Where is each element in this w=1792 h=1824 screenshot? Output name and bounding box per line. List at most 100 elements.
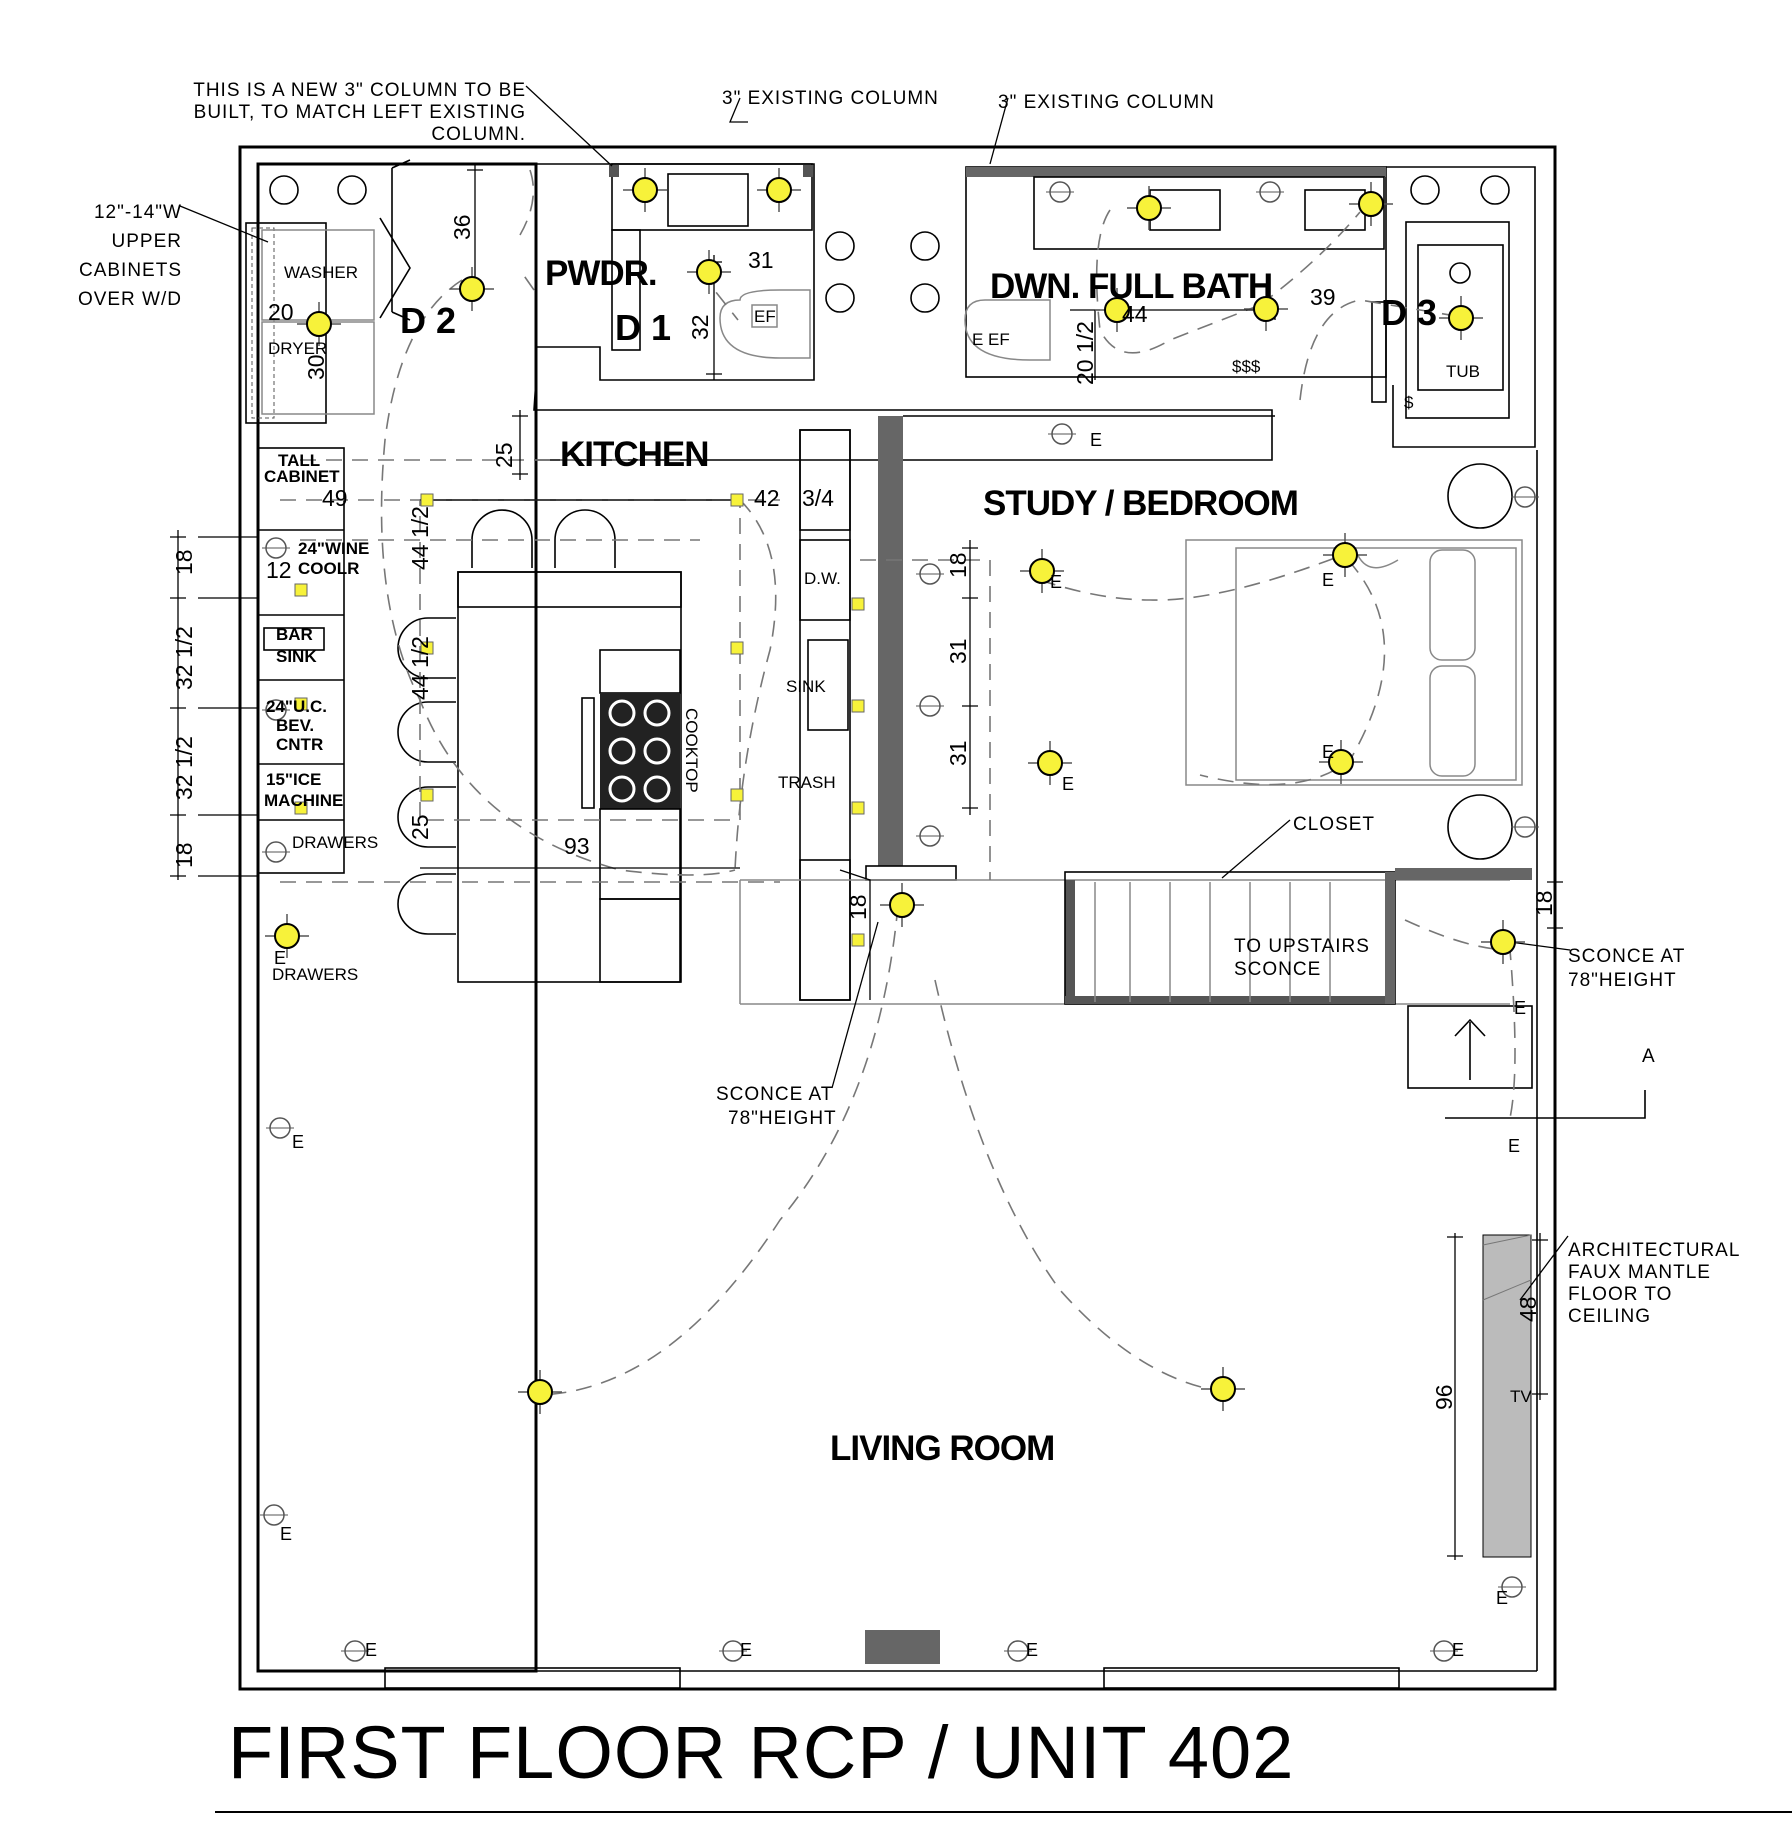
door-d3: D 3 [1381, 292, 1437, 333]
note-mantle-1: ARCHITECTURAL [1568, 1240, 1740, 1261]
note-existing-column-1: 3" EXISTING COLUMN [722, 88, 939, 109]
e-label: E [1322, 570, 1334, 590]
junction-light-icon [851, 933, 865, 947]
label-drawers-2: DRAWERS [272, 965, 358, 984]
label-tall-cabinet-1: TALL [278, 451, 320, 470]
receptacle-icon [260, 1504, 288, 1526]
label-trash: TRASH [778, 773, 836, 792]
junction-light-icon [294, 583, 308, 597]
e-label: E [280, 1524, 292, 1544]
receptacle-icon [916, 563, 944, 585]
note-sconce-center-2: 78"HEIGHT [728, 1108, 837, 1129]
label-washer: WASHER [284, 263, 358, 282]
light-fixture-icon [1439, 296, 1483, 340]
label-wine-2: COOLR [298, 559, 359, 578]
room-living: LIVING ROOM [830, 1429, 1054, 1468]
switch-label-tub: $ [1404, 393, 1414, 412]
e-label: E [292, 1132, 304, 1152]
note-sconce-center-1: SCONCE AT [716, 1084, 833, 1105]
dim-44-half-bottom: 44 1/2 [407, 636, 433, 700]
dim-18-a: 18 [171, 549, 197, 575]
dim-93: 93 [564, 833, 590, 859]
receptacle-icon [341, 1640, 369, 1662]
label-eef: E EF [972, 330, 1010, 349]
receptacles [260, 181, 1539, 1662]
note-closet: CLOSET [1293, 814, 1375, 835]
e-label: E [1452, 1640, 1464, 1660]
light-fixture-icon [1127, 186, 1171, 230]
dim-20: 20 [268, 299, 294, 325]
light-fixture-icon [1028, 741, 1072, 785]
note-new-column-3: COLUMN. [431, 124, 526, 145]
room-kitchen: KITCHEN [560, 435, 709, 474]
light-fixture-icon [518, 1370, 562, 1414]
dim-48: 48 [1515, 1296, 1541, 1322]
label-ice-2: MACHINE [264, 791, 343, 810]
room-study: STUDY / BEDROOM [983, 484, 1298, 523]
e-label: E [1026, 1640, 1038, 1660]
light-fixture-icon [1244, 287, 1288, 331]
label-wine-1: 24"WINE [298, 539, 369, 558]
receptacle-icon [1004, 1640, 1032, 1662]
dim-18-b: 18 [171, 842, 197, 868]
section-mark: A [1642, 1046, 1656, 1067]
dim-20-half: 20 1/2 [1072, 321, 1098, 385]
dim-36: 36 [449, 214, 475, 240]
dim-3-4: 3/4 [802, 485, 834, 511]
note-upper-cab-4: OVER W/D [78, 289, 182, 310]
dim-18-e: 18 [1531, 890, 1557, 916]
door-d2: D 2 [400, 300, 456, 341]
light-fixtures [265, 168, 1525, 1414]
receptacle-icon [1046, 181, 1074, 203]
light-fixture-icon [687, 250, 731, 294]
note-new-column-2: BUILT, TO MATCH LEFT EXISTING [194, 102, 526, 123]
junction-light-icon [851, 699, 865, 713]
switch-label-bath: $$$ [1232, 357, 1261, 376]
note-upstairs-1: TO UPSTAIRS [1234, 936, 1370, 957]
dim-31-b: 31 [945, 638, 971, 664]
dim-32-half-a: 32 1/2 [171, 626, 197, 690]
receptacle-icon [1511, 816, 1539, 838]
light-fixture-icon [1095, 288, 1139, 332]
fireplace-block [865, 1630, 940, 1664]
e-label: E [1508, 1136, 1520, 1156]
receptacle-icon [916, 695, 944, 717]
dim-12: 12 [266, 557, 292, 583]
dim-31-c: 31 [945, 740, 971, 766]
dim-18-c: 18 [945, 552, 971, 578]
e-label: E [740, 1640, 752, 1660]
label-ef: EF [754, 307, 776, 326]
junction-light-icon [730, 641, 744, 655]
junction-light-icon [730, 493, 744, 507]
note-upper-cab-1: 12"-14"W [94, 202, 182, 223]
light-fixture-icon [880, 883, 924, 927]
room-full-bath: DWN. FULL BATH [990, 267, 1272, 306]
e-label: E [1514, 998, 1526, 1018]
note-mantle-4: CEILING [1568, 1306, 1651, 1327]
label-drawers-1: DRAWERS [292, 833, 378, 852]
receptacle-icon [262, 841, 290, 863]
dim-39: 39 [1310, 284, 1336, 310]
label-dryer: DRYER [268, 339, 327, 358]
receptacle-icon [1256, 181, 1284, 203]
light-fixture-icon [1481, 920, 1525, 964]
door-d1: D 1 [615, 307, 671, 348]
e-label: E [365, 1640, 377, 1660]
light-fixture-icon [450, 267, 494, 311]
note-existing-column-2: 3" EXISTING COLUMN [998, 92, 1215, 113]
receptacle-icon [1048, 423, 1076, 445]
e-label: E [1496, 1588, 1508, 1608]
dim-18-d: 18 [845, 894, 871, 920]
junction-light-icon [851, 597, 865, 611]
note-sconce-right-1: SCONCE AT [1568, 946, 1685, 967]
label-tv: TV [1510, 1387, 1532, 1406]
note-upper-cab-2: UPPER [112, 231, 182, 252]
junction-light-icon [851, 801, 865, 815]
dim-25-top: 25 [491, 442, 517, 468]
junction-light-icon [294, 801, 308, 815]
dim-32: 32 [687, 314, 713, 340]
note-new-column-1: THIS IS A NEW 3" COLUMN TO BE [193, 80, 526, 101]
dim-30: 30 [303, 354, 329, 380]
receptacle-icon [262, 537, 290, 559]
